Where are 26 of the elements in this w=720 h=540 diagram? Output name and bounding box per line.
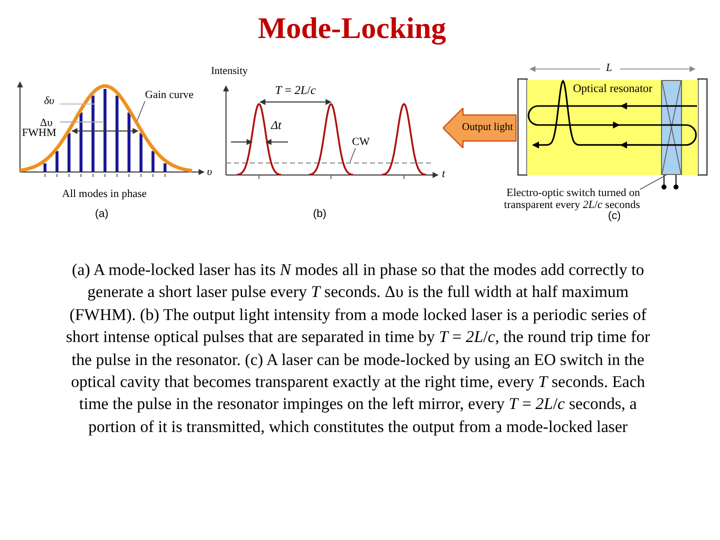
- spacing-label: δυ: [44, 95, 54, 108]
- region-label: Optical resonator: [573, 83, 653, 96]
- title: Mode-Locking: [256, 12, 448, 46]
- period-label: T = 2L/c: [275, 84, 316, 98]
- width-label: FWHM: [22, 127, 56, 140]
- resonator-region: [527, 80, 698, 175]
- switch-element: [661, 80, 682, 175]
- arrow-label: Output light: [462, 122, 514, 134]
- callout-label: Electro-optic switch turned on transparent every 2L/c seconds: [476, 187, 640, 212]
- panel-label: (a): [95, 208, 108, 220]
- output-arrow: [443, 108, 517, 148]
- dimension-label: L: [606, 62, 612, 74]
- callout-label: Gain curve: [145, 89, 194, 102]
- leader-line: [350, 148, 356, 162]
- callout-label: CW: [352, 136, 370, 148]
- panel-label: (c): [608, 210, 621, 222]
- panel-label: (b): [313, 208, 326, 220]
- leader-line: [640, 174, 667, 190]
- axis-label: Intensity: [211, 66, 248, 78]
- leader-line: [136, 100, 146, 122]
- axis-label: υ: [207, 166, 212, 178]
- axis-label: t: [442, 168, 446, 180]
- axis-caption: All modes in phase: [62, 188, 147, 200]
- caption: (a) A mode-locked laser has its N modes all in phase so that the modes add correctly to generate a short laser pulse every T seconds. Δυ is the full width at half maximum (FWHM). (b) The output light intensity from a mode locked laser is a periodic series of short intense optical pulses that are separated in time by T = 2L/c, the round trip time for the pulse in the resonator. (c) A laser can be mode-locked by using an EO switch in the optical cavity that becomes transparent exactly at the right time, every T seconds. Each time the pulse in the resonator impinges on the left mirror, every T = 2L/c seconds, a portion of it is transmitted, which constitutes the output from a mode-locked laser: [65, 259, 651, 438]
- pulse-width-label: Δt: [271, 119, 282, 132]
- width-label: Δυ: [40, 117, 53, 129]
